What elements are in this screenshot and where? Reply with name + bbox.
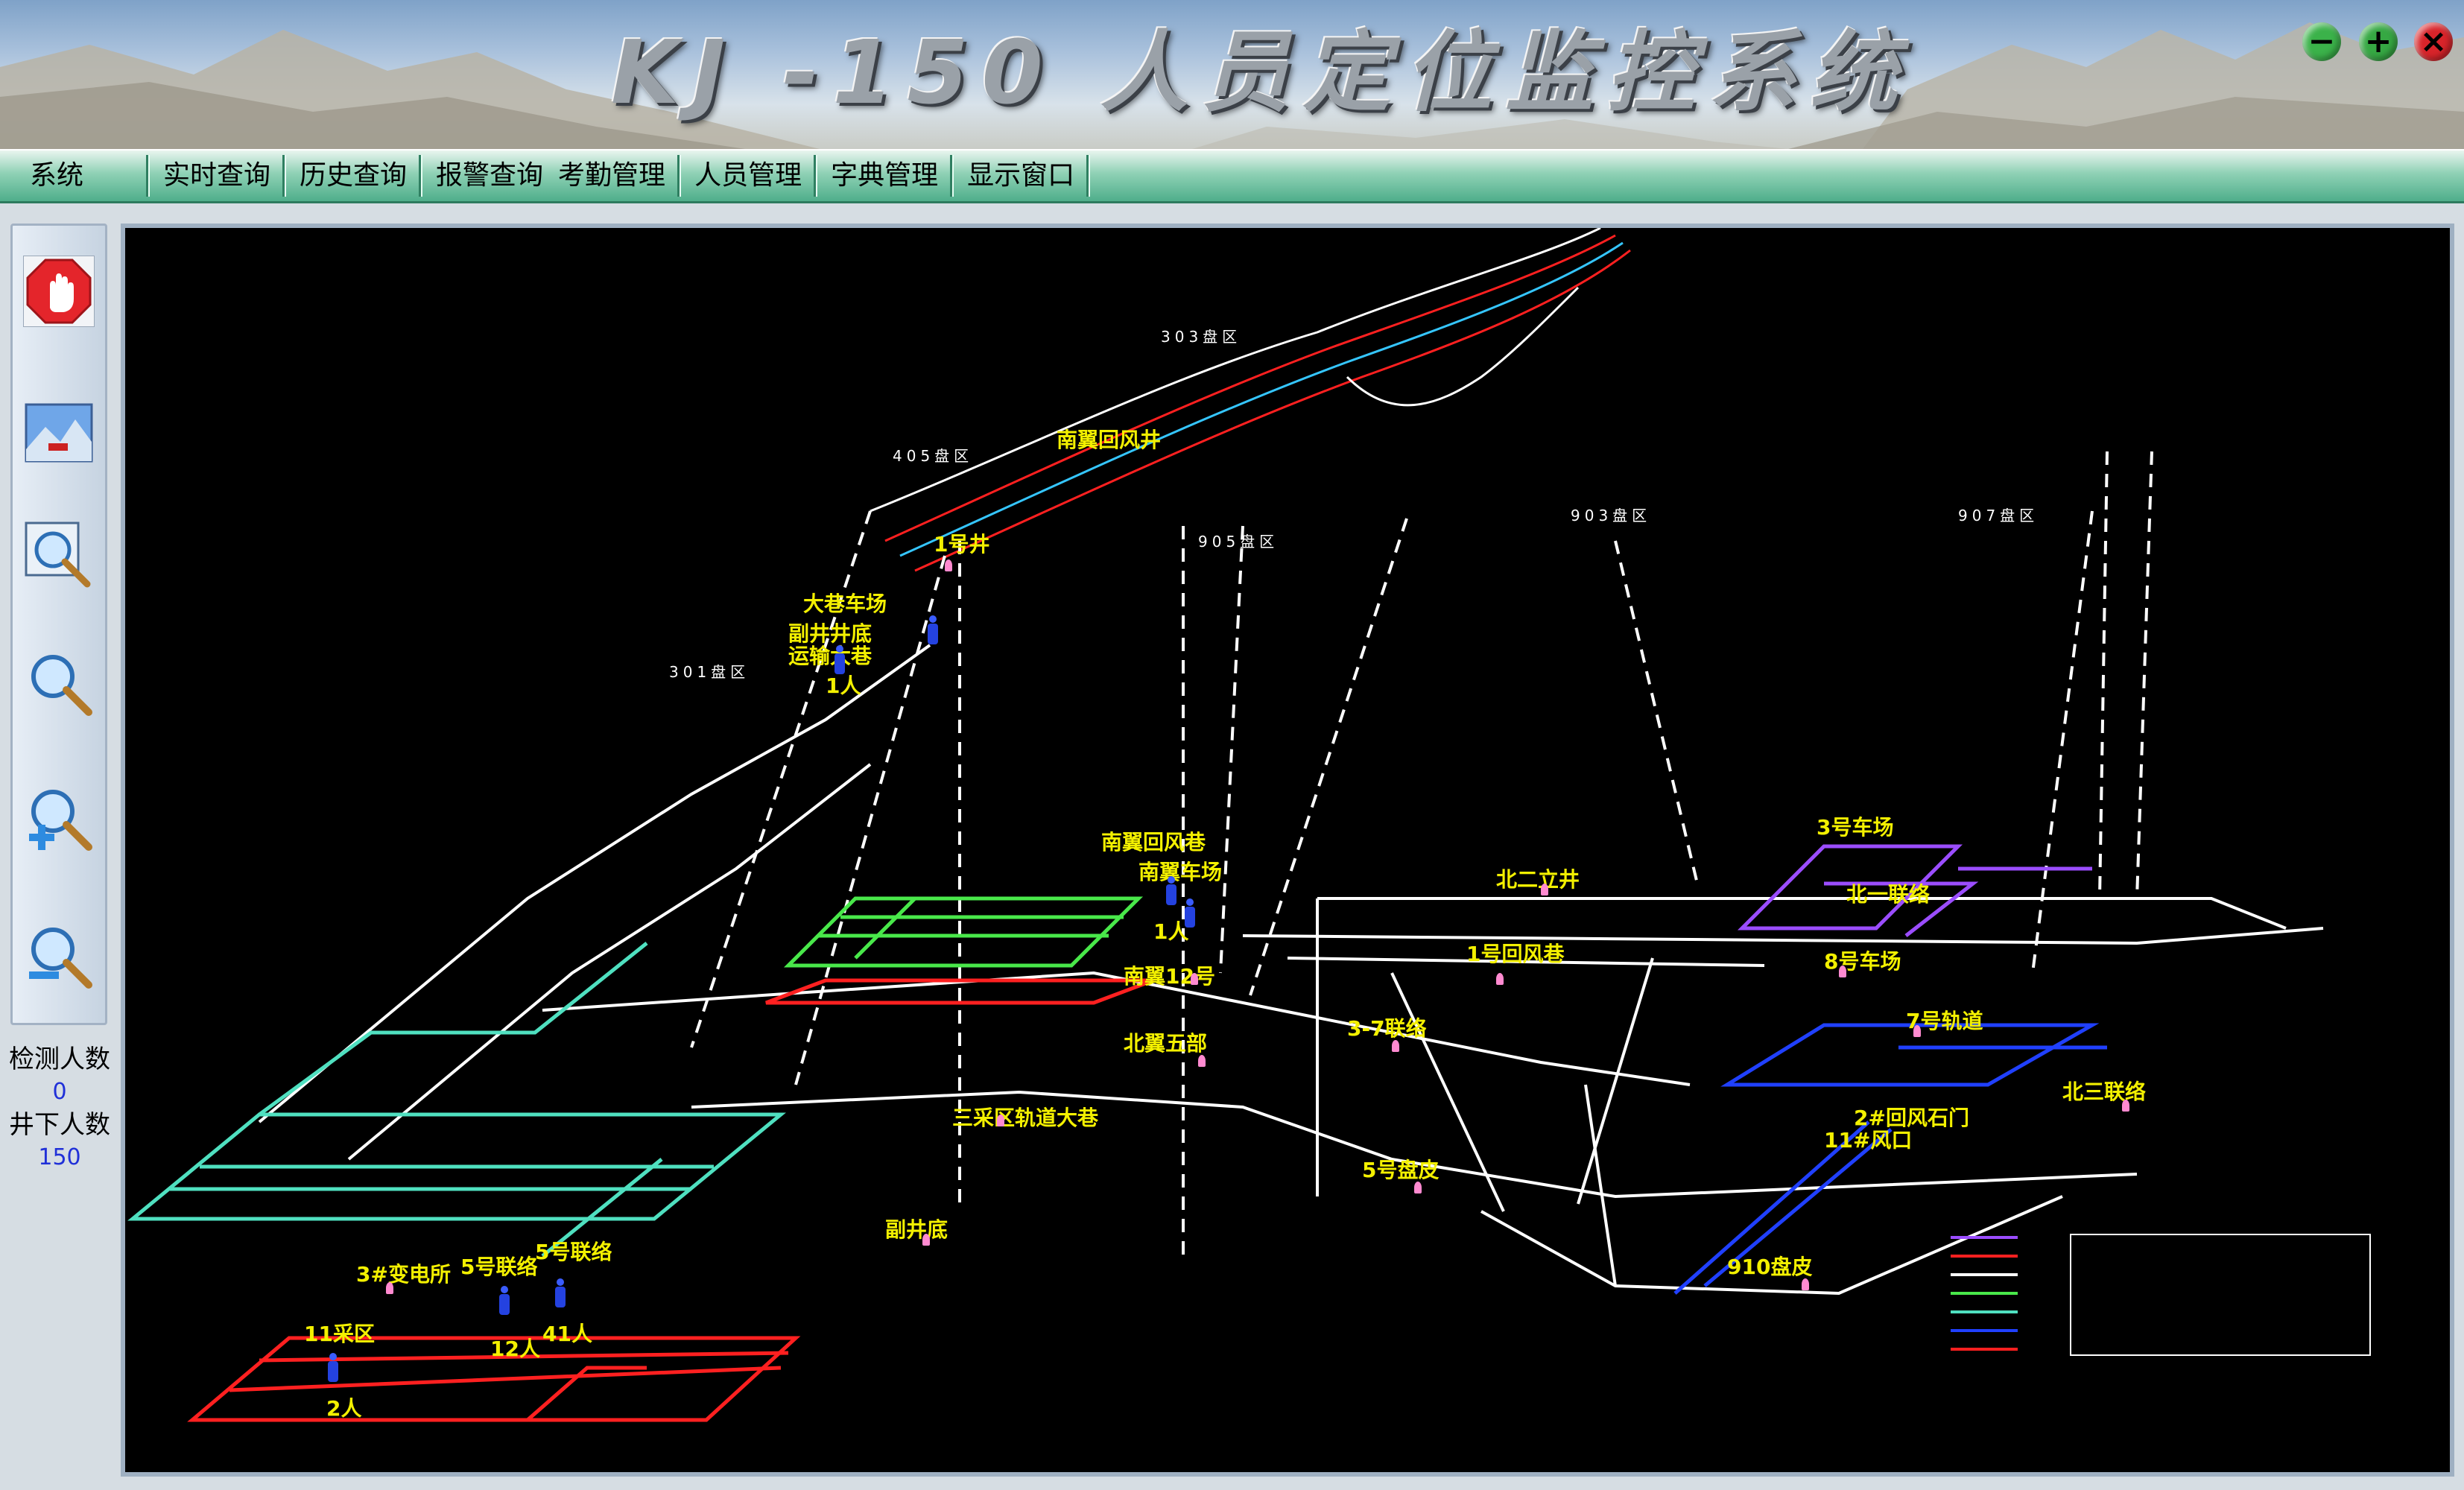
menu-display-window[interactable]: 显示窗口: [955, 155, 1089, 197]
location-label[interactable]: 12人: [490, 1337, 540, 1361]
detected-count-value: 0: [52, 1079, 67, 1105]
close-button[interactable]: ×: [2414, 22, 2453, 61]
detected-count-label: 检测人数: [9, 1044, 110, 1074]
location-label[interactable]: 1号回风巷: [1466, 942, 1565, 966]
personnel-marker[interactable]: [926, 615, 940, 645]
reader-station-pin[interactable]: [1414, 1182, 1422, 1193]
location-label[interactable]: 北一联络: [1846, 882, 1931, 907]
zoom-window-icon[interactable]: [23, 520, 95, 592]
reader-station-pin[interactable]: [1913, 1025, 1921, 1037]
location-label[interactable]: 南翼回风巷: [1101, 830, 1206, 855]
menu-attendance[interactable]: 考勤管理: [546, 155, 680, 197]
personnel-marker[interactable]: [1183, 898, 1197, 928]
location-label[interactable]: 运输大巷: [788, 644, 872, 668]
location-label[interactable]: 8号车场: [1824, 949, 1901, 974]
location-label[interactable]: 3#变电所: [356, 1262, 451, 1287]
title-banner: KJ -150 人员定位监控系统 − + ×: [0, 0, 2464, 149]
location-label[interactable]: 副井底: [885, 1217, 948, 1242]
left-toolbar: [10, 224, 107, 1025]
menu-dictionary[interactable]: 字典管理: [819, 155, 953, 197]
map-view-icon[interactable]: [23, 397, 95, 469]
menu-history-query[interactable]: 历史查询: [288, 155, 422, 197]
location-label[interactable]: 11#风口: [1824, 1128, 1913, 1153]
mine-tunnel-network: [127, 228, 2324, 1422]
mine-map-canvas[interactable]: 303盘区 405盘区 301盘区 905盘区 903盘区 907盘区 南翼回风…: [125, 228, 2450, 1472]
personnel-stats: 检测人数 0 井下人数 150: [0, 1043, 119, 1174]
app-title: KJ -150 人员定位监控系统: [611, 21, 1911, 124]
location-label[interactable]: 5号盘皮: [1362, 1158, 1440, 1182]
reader-station-pin[interactable]: [922, 1234, 930, 1246]
zone-label: 905盘区: [1198, 533, 1279, 551]
personnel-marker[interactable]: [326, 1353, 340, 1383]
personnel-marker[interactable]: [498, 1286, 511, 1316]
personnel-marker[interactable]: [554, 1278, 567, 1308]
personnel-marker[interactable]: [1165, 876, 1178, 906]
underground-count-value: 150: [38, 1144, 81, 1170]
reader-station-pin[interactable]: [1839, 966, 1846, 977]
reader-station-pin[interactable]: [945, 559, 952, 571]
maximize-button[interactable]: +: [2359, 22, 2398, 61]
menu-alarm-query[interactable]: 报警查询: [436, 160, 544, 191]
location-label[interactable]: 5号联络: [535, 1240, 612, 1264]
stop-hand-icon[interactable]: [23, 256, 95, 327]
underground-count-label: 井下人数: [9, 1110, 110, 1140]
reader-station-pin[interactable]: [1496, 973, 1504, 985]
reader-station-pin[interactable]: [1198, 1055, 1206, 1067]
minimize-button[interactable]: −: [2302, 22, 2341, 61]
reader-station-pin[interactable]: [2122, 1100, 2129, 1112]
menu-realtime-query[interactable]: 实时查询: [151, 155, 285, 197]
reader-station-pin[interactable]: [1191, 973, 1198, 985]
location-label[interactable]: 3-7联络: [1347, 1016, 1427, 1041]
location-label[interactable]: 1人: [826, 673, 861, 698]
menu-personnel[interactable]: 人员管理: [682, 155, 817, 197]
location-label[interactable]: 5号联络: [460, 1255, 538, 1279]
location-label[interactable]: 3号车场: [1817, 815, 1894, 840]
zone-label: 405盘区: [893, 447, 974, 465]
reader-station-pin[interactable]: [1392, 1040, 1399, 1052]
zone-label: 303盘区: [1161, 328, 1242, 346]
location-label[interactable]: 南翼12号: [1124, 964, 1215, 989]
location-label[interactable]: 1人: [1153, 919, 1189, 944]
zoom-out-icon[interactable]: [23, 922, 95, 994]
zoom-icon[interactable]: [23, 647, 95, 718]
location-label[interactable]: 三采区轨道大巷: [952, 1106, 1099, 1130]
reader-station-pin[interactable]: [997, 1115, 1004, 1126]
location-label[interactable]: 2#回风石门: [1854, 1106, 1969, 1130]
location-label[interactable]: 副井井底: [788, 621, 872, 646]
zone-label: 301盘区: [669, 663, 750, 681]
zoom-in-icon[interactable]: [23, 784, 95, 856]
zone-label: 907盘区: [1958, 507, 2039, 524]
location-label[interactable]: 11采区: [304, 1322, 375, 1346]
location-label[interactable]: 南翼车场: [1138, 860, 1223, 884]
personnel-marker[interactable]: [833, 645, 846, 675]
location-label[interactable]: 41人: [542, 1322, 592, 1346]
location-label[interactable]: 北二立井: [1496, 867, 1580, 892]
location-label[interactable]: 1号井: [934, 532, 990, 557]
location-label[interactable]: 北翼五部: [1124, 1031, 1208, 1056]
menu-bar: 系统 实时查询 历史查询 报警查询 考勤管理 人员管理 字典管理 显示窗口: [0, 149, 2464, 203]
reader-station-pin[interactable]: [1802, 1278, 1809, 1290]
zone-label: 903盘区: [1571, 507, 1652, 524]
map-legend: [2070, 1234, 2371, 1356]
menu-system[interactable]: 系统: [0, 155, 148, 197]
location-label[interactable]: 大巷车场: [803, 592, 887, 616]
reader-station-pin[interactable]: [386, 1282, 393, 1294]
location-label[interactable]: 北三联络: [2062, 1080, 2147, 1104]
location-label[interactable]: 南翼回风井: [1057, 428, 1162, 452]
location-label[interactable]: 2人: [326, 1396, 362, 1421]
location-label[interactable]: 910盘皮: [1727, 1255, 1813, 1279]
reader-station-pin[interactable]: [1541, 884, 1548, 895]
